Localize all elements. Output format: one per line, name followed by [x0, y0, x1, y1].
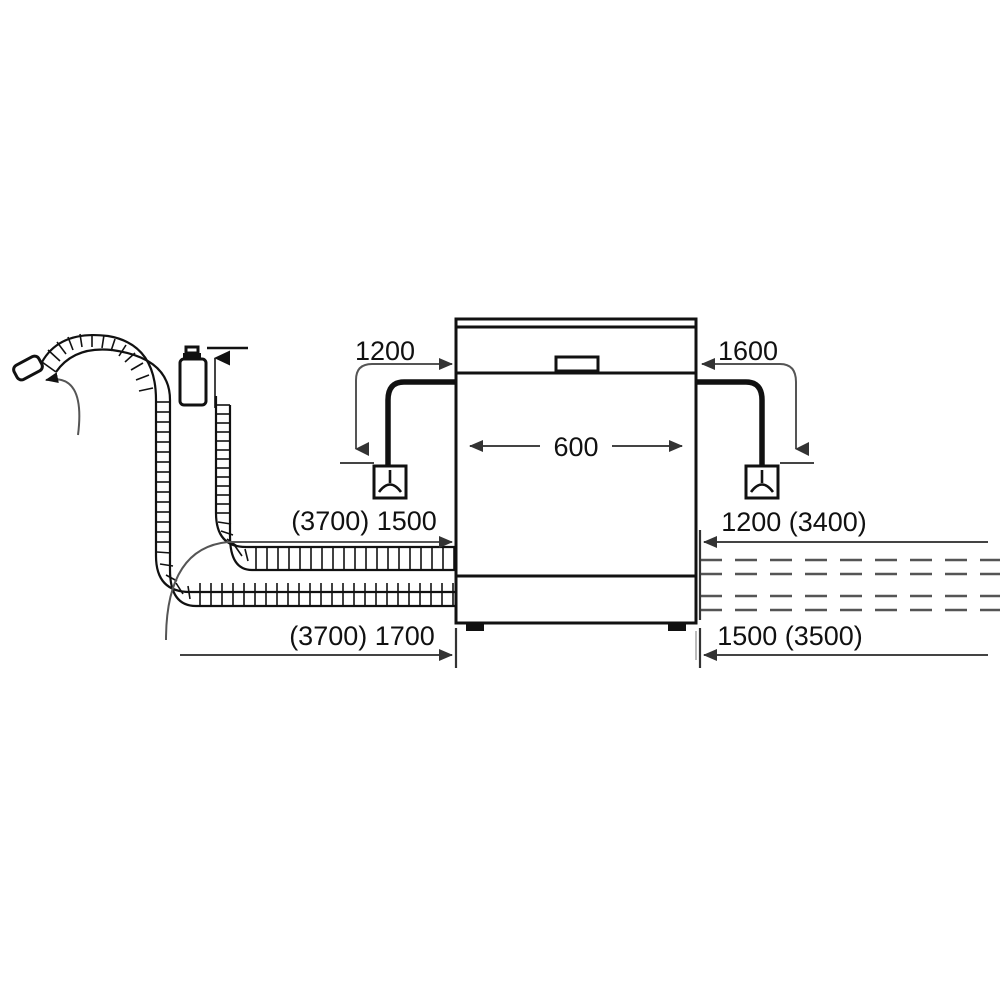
dim-1600-right-label: 1600	[718, 336, 778, 366]
socket-right-arc	[749, 483, 775, 493]
dim-1200-left: 1200	[340, 336, 453, 464]
dim-1600-right: 1600	[701, 336, 814, 464]
drain-hose	[12, 333, 456, 608]
supply-hose-edge-bottom	[228, 405, 456, 572]
dim-valve-height	[207, 346, 248, 408]
dim-drain-hose-length: (3700) 1700	[180, 621, 453, 661]
power-socket-right	[744, 464, 780, 500]
supply-hose-ribs	[216, 404, 455, 570]
power-cable-left	[385, 379, 456, 466]
dim-appliance-width: 600	[469, 432, 683, 462]
hose-end-connector	[12, 354, 44, 382]
hose-direction-arrow-path	[45, 372, 81, 436]
valve-collar	[183, 353, 201, 359]
power-cable-left-path	[385, 379, 456, 466]
aquastop-valve	[178, 345, 208, 407]
appliance-control-panel	[454, 325, 698, 375]
dim-3700-1500-label: (3700) 1500	[291, 506, 437, 536]
dim-1200-3400-label: 1200 (3400)	[721, 507, 867, 537]
appliance-foot-right	[668, 623, 686, 631]
valve-housing	[178, 357, 208, 407]
appliance-handle	[554, 355, 600, 373]
dim-3700-1500-line	[165, 536, 453, 641]
socket-left-arc	[377, 483, 403, 493]
supply-hose	[214, 396, 456, 572]
power-cable-right-path	[696, 379, 765, 466]
service-lines-right	[700, 558, 1000, 612]
appliance-body	[454, 317, 698, 660]
dim-1600-leader	[701, 358, 809, 456]
power-cable-right	[696, 379, 765, 466]
appliance-foot-left	[466, 623, 484, 631]
power-socket-left	[372, 464, 408, 500]
appliance-plinth	[454, 574, 698, 625]
dim-3700-1700-label: (3700) 1700	[289, 621, 435, 651]
dim-1500-3500-label: 1500 (3500)	[717, 621, 863, 651]
dim-supply-hose-length: (3700) 1500	[165, 506, 453, 641]
dim-right-upper-run: 1200 (3400)	[703, 507, 988, 548]
appliance-door	[454, 371, 698, 578]
hose-direction-arrow	[45, 372, 81, 436]
dim-1200-left-label: 1200	[355, 336, 415, 366]
dim-right-lower-run: 1500 (3500)	[703, 621, 988, 661]
dim-600-label: 600	[553, 432, 598, 462]
drain-hose-ribs	[41, 333, 454, 606]
valve-cap-top	[184, 345, 200, 355]
drain-hose-edge-outer	[41, 334, 456, 594]
drain-hose-edge-inner	[55, 348, 456, 608]
dim-1200-leader-upper	[355, 358, 453, 381]
